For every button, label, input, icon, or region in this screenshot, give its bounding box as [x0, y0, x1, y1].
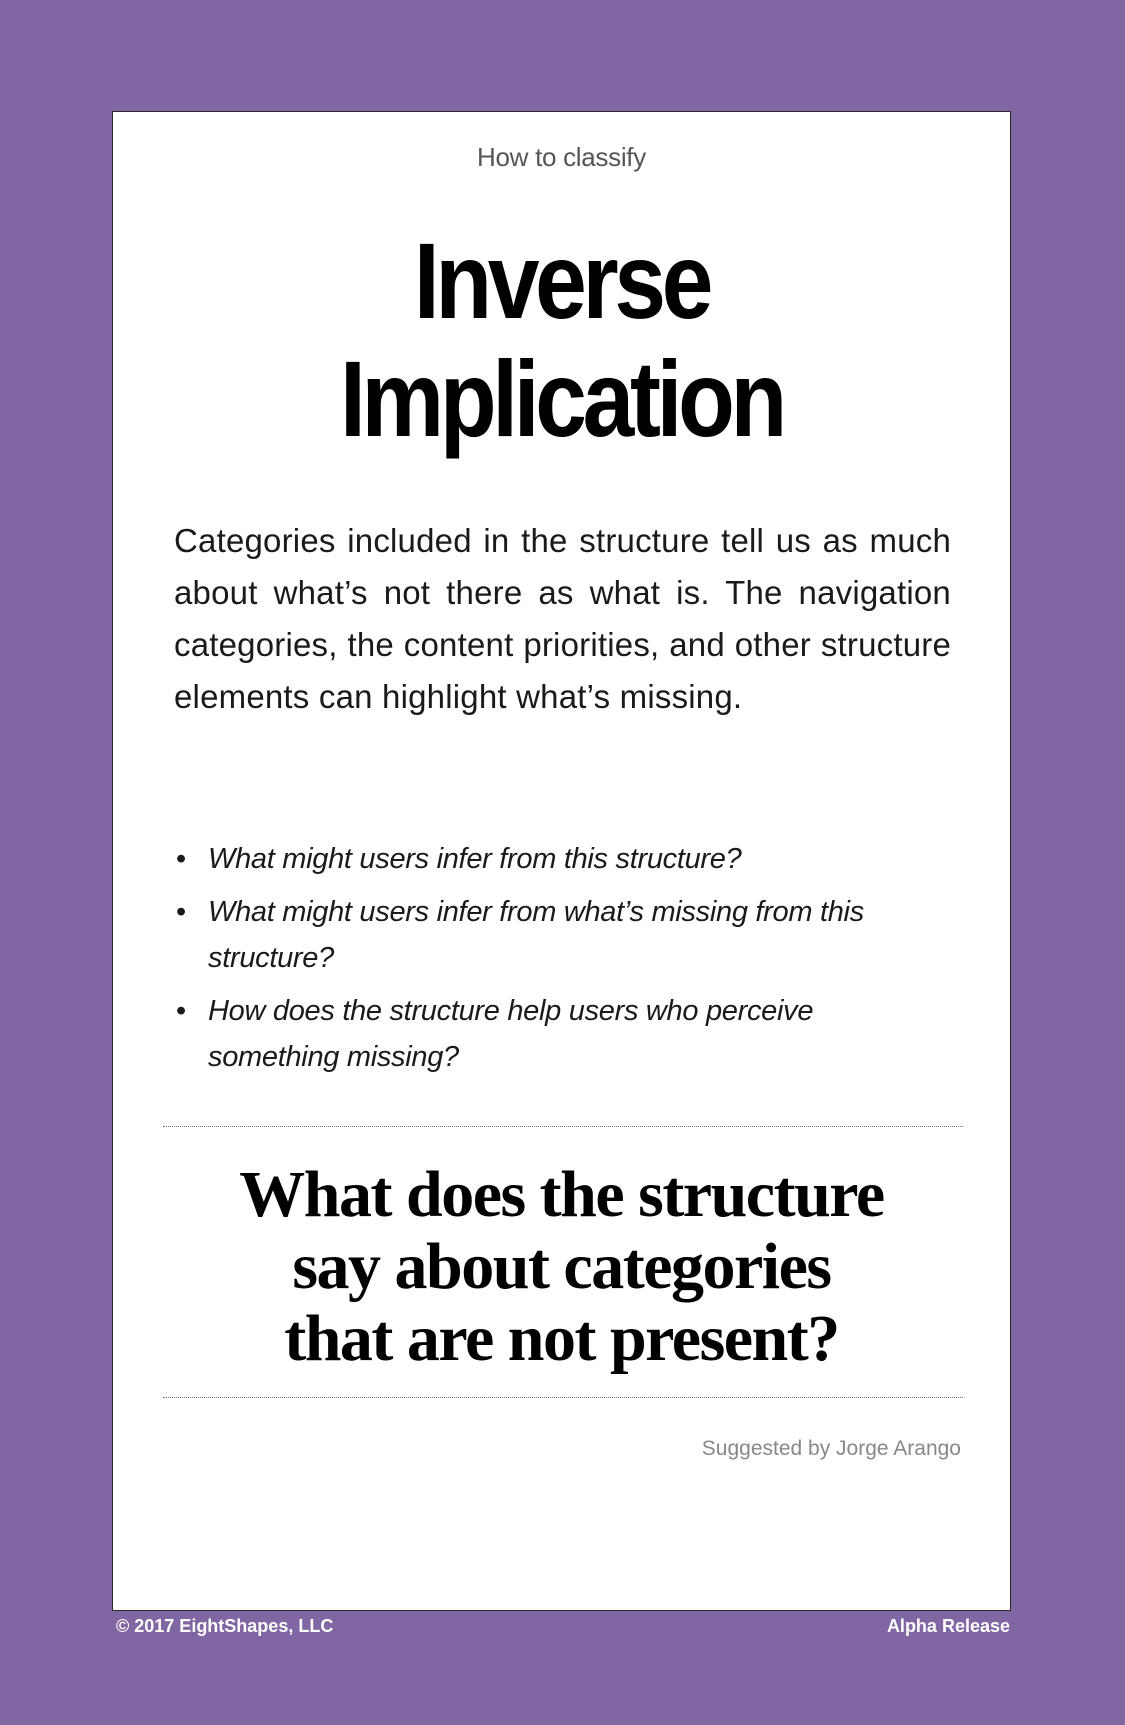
question-item: • What might users infer from this struc… [174, 836, 914, 882]
card-title: Inverse Implication [176, 222, 947, 458]
card: How to classify Inverse Implication Cate… [112, 111, 1011, 1611]
release-label: Alpha Release [886, 1616, 1010, 1636]
question-text: What might users infer from what’s missi… [208, 896, 864, 974]
bullet-icon: • [176, 843, 186, 875]
question-text: What might users infer from this structu… [208, 843, 742, 875]
question-text: How does the structure help users who pe… [208, 995, 814, 1073]
question-list: • What might users infer from this struc… [174, 836, 914, 1087]
key-question-line: say about categories [292, 1230, 832, 1303]
bullet-icon: • [176, 896, 186, 928]
credit-text: Suggested by Jorge Arango [701, 1437, 961, 1460]
question-item: • What might users infer from what’s mis… [174, 889, 914, 981]
card-title-line: Inverse [413, 220, 714, 341]
divider-top [163, 1126, 963, 1127]
card-description: Categories included in the structure tel… [174, 522, 951, 715]
question-item: • How does the structure help users who … [174, 988, 914, 1080]
key-question: What does the structure say about catego… [113, 1159, 1010, 1375]
card-title-line: Implication [340, 338, 787, 459]
bullet-icon: • [176, 995, 186, 1027]
key-question-line: What does the structure [239, 1158, 885, 1231]
eyebrow-label: How to classify [477, 142, 646, 172]
key-question-line: that are not present? [284, 1302, 840, 1375]
divider-bottom [163, 1397, 963, 1398]
copyright-text: © 2017 EightShapes, LLC [116, 1616, 334, 1636]
